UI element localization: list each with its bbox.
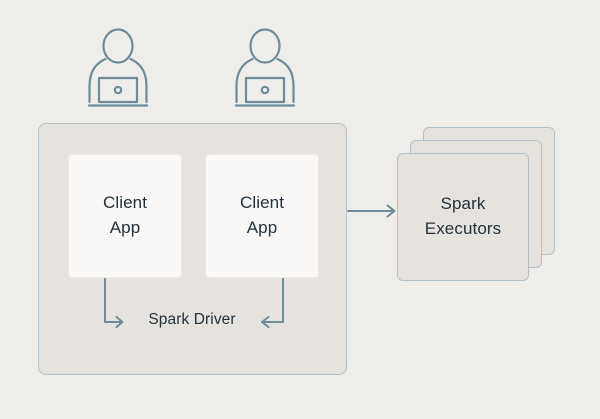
connector-driver-to-executors [347,204,396,218]
spark-driver-label: Spark Driver [148,311,236,328]
client-app-card[interactable]: Client App [68,154,182,278]
client-app-label-line2: App [246,218,278,237]
person-with-laptop-icon [231,28,299,110]
spark-executors-label-line2: Executors [424,219,502,238]
client-app-label-line2: App [109,218,141,237]
client-app-card[interactable]: Client App [205,154,319,278]
person-with-laptop-icon [84,28,152,110]
client-app-label-line1: Client [239,193,285,213]
client-app-label-line1: Client [102,193,148,213]
spark-executors-stack[interactable]: Spark Executors [397,153,529,281]
spark-executors-label-line1: Spark [440,194,486,214]
